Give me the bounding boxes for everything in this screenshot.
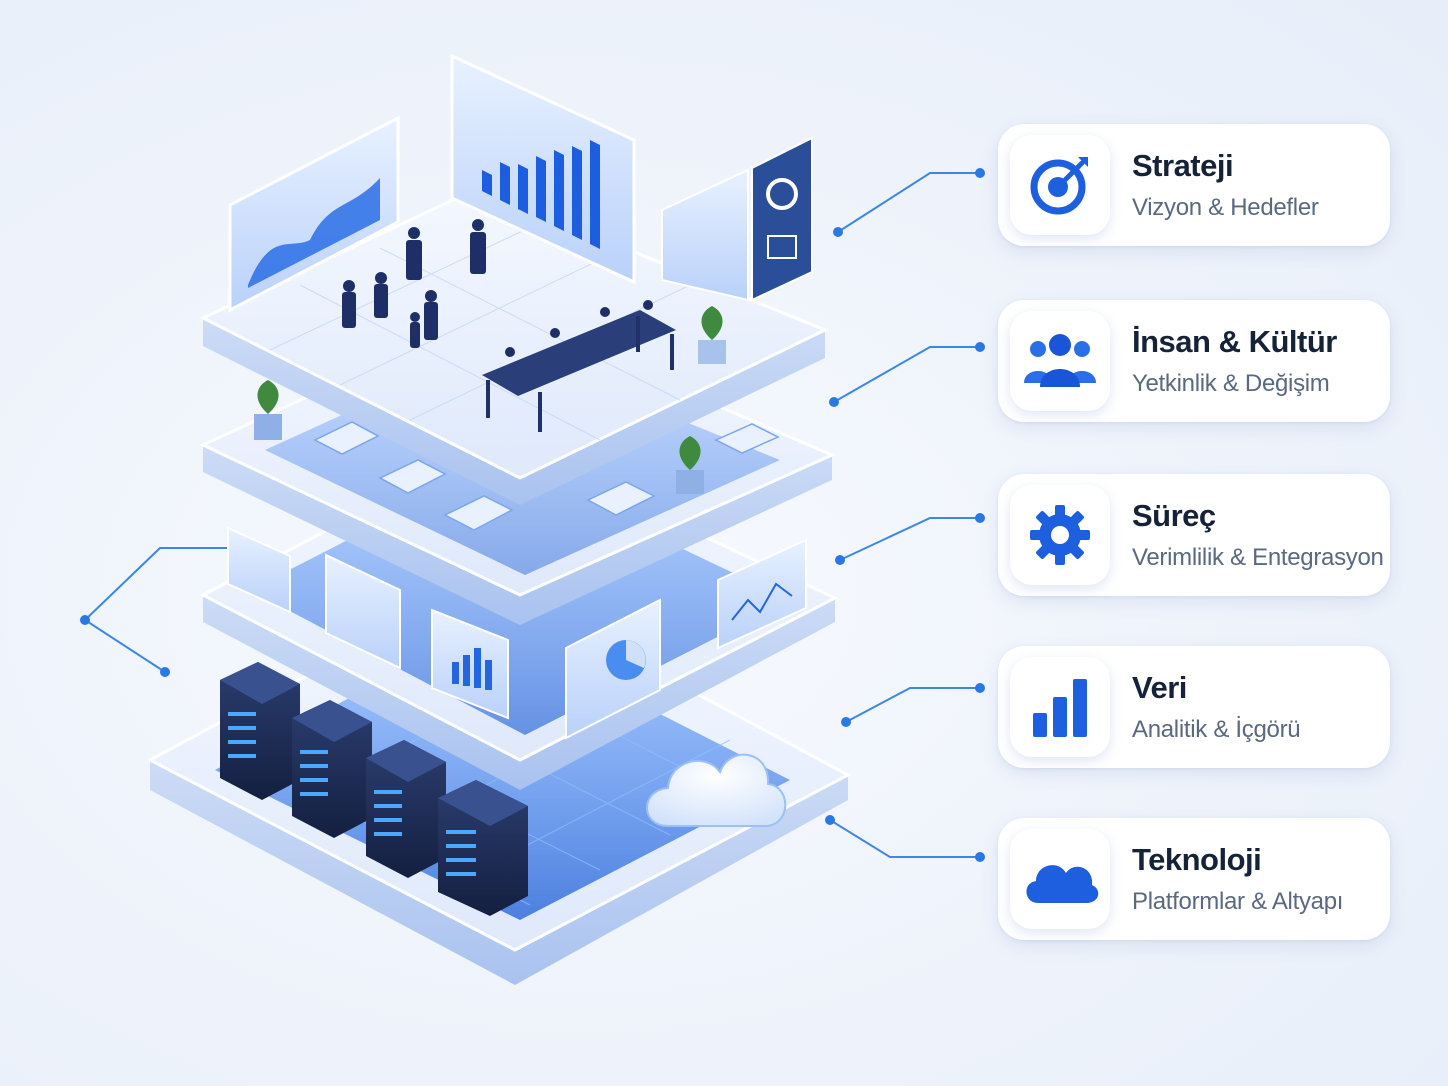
layer-title: Süreç (1132, 498, 1216, 533)
server-rack-icon (366, 740, 446, 878)
people-figures (342, 219, 486, 348)
server-rack-icon (292, 700, 372, 838)
dashboard-screen-center (450, 53, 636, 285)
icon-box (1010, 829, 1110, 929)
icon-box (1010, 485, 1110, 585)
connector-lines (83, 172, 980, 858)
server-racks (220, 662, 528, 916)
server-rack-icon (438, 780, 528, 916)
layer-subtitle: Analitik & İçgörü (1132, 716, 1301, 743)
layer-subtitle: Vizyon & Hedefler (1132, 194, 1319, 221)
layer-card-process[interactable]: Süreç Verimlilik & Entegrasyon (998, 474, 1390, 596)
dashboard-screen-left (228, 115, 400, 313)
dashboard-panels (227, 526, 807, 740)
meeting-table (482, 300, 676, 432)
plant-icon (676, 436, 704, 494)
bar-chart-icon (1033, 679, 1087, 737)
dashboard-screen-right (661, 136, 813, 302)
cloud-icon (1026, 865, 1099, 903)
layer-title: Strateji (1132, 148, 1234, 183)
office-desks (313, 421, 780, 531)
layer-title: İnsan & Kültür (1132, 324, 1337, 359)
icon-box (1010, 135, 1110, 235)
layer-card-strategy[interactable]: Strateji Vizyon & Hedefler (998, 124, 1390, 246)
plant-icon (698, 306, 726, 364)
layer-card-people-culture[interactable]: İnsan & Kültür Yetkinlik & Değişim (998, 300, 1390, 422)
gear-icon (1030, 505, 1090, 565)
layer-subtitle: Verimlilik & Entegrasyon (1132, 544, 1384, 571)
target-icon (1030, 157, 1088, 215)
server-rack-icon (220, 662, 300, 800)
connector-dots (80, 168, 985, 862)
icon-box (1010, 311, 1110, 411)
layer-card-technology[interactable]: Teknoloji Platformlar & Altyapı (998, 818, 1390, 940)
cloud-icon (646, 753, 787, 827)
layer-subtitle: Yetkinlik & Değişim (1132, 370, 1330, 397)
layer-title: Veri (1132, 670, 1187, 705)
layer-subtitle: Platformlar & Altyapı (1132, 888, 1344, 915)
plant-icon (254, 380, 282, 440)
people-icon (1024, 334, 1096, 387)
layer-title: Teknoloji (1132, 842, 1262, 877)
icon-box (1010, 657, 1110, 757)
slab-strategy (199, 53, 829, 505)
layer-card-data[interactable]: Veri Analitik & İçgörü (998, 646, 1390, 768)
